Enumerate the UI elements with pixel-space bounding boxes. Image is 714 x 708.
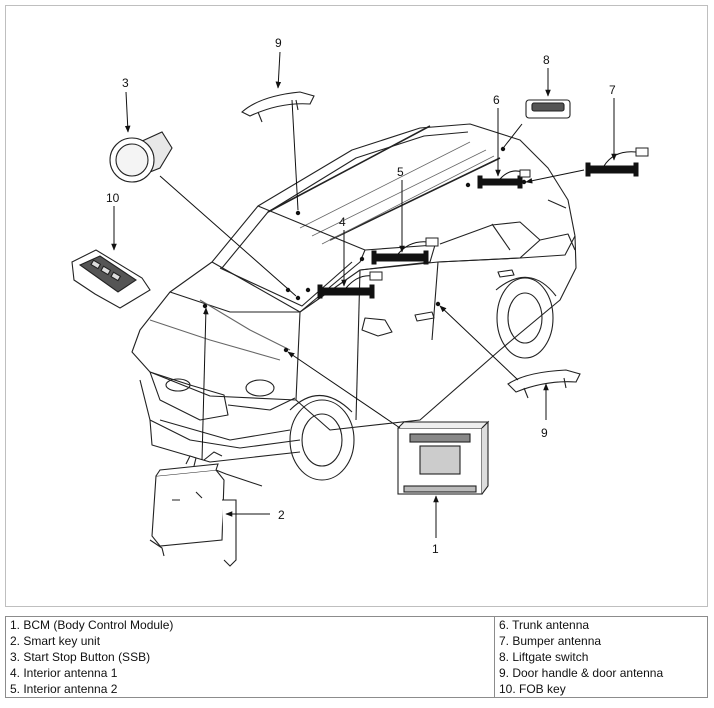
antenna-bars	[317, 147, 649, 299]
legend-item-liftgate-switch: 8. Liftgate switch	[494, 649, 708, 665]
location-dots	[202, 146, 527, 353]
callout-6: 6	[493, 93, 500, 107]
bcm-drawing	[397, 420, 490, 495]
callout-4: 4	[339, 215, 346, 229]
vehicle-outline	[131, 123, 577, 481]
diagram-frame	[5, 5, 708, 607]
legend-row: 3. Start Stop Button (SSB) 8. Liftgate s…	[5, 649, 708, 665]
callout-1: 1	[432, 542, 439, 556]
legend-item-bumper-antenna: 7. Bumper antenna	[494, 633, 708, 649]
liftgate-switch-drawing	[525, 99, 571, 119]
callout-5: 5	[397, 165, 404, 179]
legend-row: 4. Interior antenna 1 9. Door handle & d…	[5, 665, 708, 681]
callout-7: 7	[609, 83, 616, 97]
door-handle-right-drawing	[507, 369, 581, 399]
callout-9-right: 9	[541, 426, 548, 440]
legend-row: 2. Smart key unit 7. Bumper antenna	[5, 633, 708, 649]
legend-item-bcm: 1. BCM (Body Control Module)	[5, 616, 495, 633]
legend-item-door-handle-antenna: 9. Door handle & door antenna	[494, 665, 708, 681]
component-location-diagram: 9 3 10 8 6 7 5 4 9 2 1	[71, 36, 649, 567]
start-stop-button-drawing	[109, 131, 173, 183]
fob-key-drawing	[71, 249, 151, 309]
door-handle-top-drawing	[241, 91, 315, 123]
leader-lines	[111, 51, 617, 538]
legend-row: 1. BCM (Body Control Module) 6. Trunk an…	[5, 616, 708, 633]
callout-2: 2	[278, 508, 285, 522]
callout-9-top: 9	[275, 36, 282, 50]
legend-row: 5. Interior antenna 2 10. FOB key	[5, 681, 708, 698]
callout-8: 8	[543, 53, 550, 67]
legend-item-interior-antenna-1: 4. Interior antenna 1	[5, 665, 495, 681]
legend-item-smart-key-unit: 2. Smart key unit	[5, 633, 495, 649]
legend-item-trunk-antenna: 6. Trunk antenna	[494, 616, 708, 633]
callout-10: 10	[106, 191, 120, 205]
legend-table: 1. BCM (Body Control Module) 6. Trunk an…	[5, 616, 708, 698]
legend-item-start-stop-button: 3. Start Stop Button (SSB)	[5, 649, 495, 665]
smart-key-unit-drawing	[149, 451, 263, 567]
legend-item-fob-key: 10. FOB key	[494, 681, 708, 698]
callout-3: 3	[122, 76, 129, 90]
legend-item-interior-antenna-2: 5. Interior antenna 2	[5, 681, 495, 698]
